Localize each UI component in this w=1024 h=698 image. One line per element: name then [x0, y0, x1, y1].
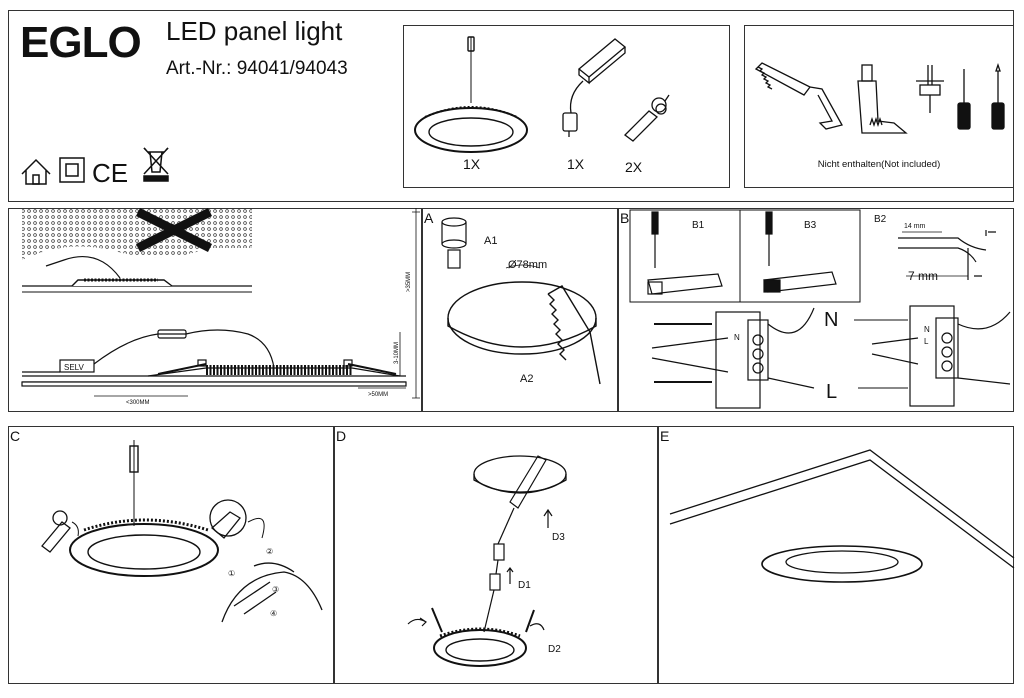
- step-b-label: B: [620, 210, 630, 226]
- panel-with-clips: [69, 440, 219, 577]
- flat-screwdriver-icon: [957, 69, 971, 130]
- not-included-note: Nicht enthalten(Not included): [818, 159, 941, 170]
- step-e-label: E: [660, 428, 670, 444]
- step-e-drawing: [669, 449, 1015, 583]
- finished-ceiling-view: [669, 449, 1015, 583]
- step-d1-label: D1: [518, 580, 531, 591]
- step-c-panel: [8, 426, 334, 684]
- step-arrows: [407, 508, 553, 631]
- terminal-block-diagrams: [651, 305, 1011, 409]
- step-d-panel: [334, 426, 658, 684]
- phillips-screwdriver-icon: [991, 62, 1005, 130]
- step-a-drawing: A1 Ø78mm A2: [441, 217, 601, 385]
- live-label: L: [826, 381, 837, 403]
- clip-insert-left: [41, 510, 79, 553]
- neutral-label: N: [824, 309, 838, 331]
- step-c-label: C: [10, 428, 21, 444]
- step-b2-label: B2: [874, 214, 887, 225]
- step-a1-label: A1: [484, 235, 497, 247]
- step-c-mark-4: ④: [270, 609, 277, 618]
- class-ii-icon: [59, 157, 85, 183]
- article-numbers: Art.-Nr.: 94041/94043: [166, 58, 348, 79]
- step-c-mark-2: ②: [266, 547, 273, 556]
- insulation-warning: [22, 207, 252, 293]
- driver-cover-open-b1: [647, 211, 723, 295]
- step-a2-label: A2: [520, 373, 533, 385]
- dim-edge-distance: >50MM: [368, 392, 388, 398]
- tools-drawings: Nicht enthalten(Not included): [754, 62, 1005, 170]
- package-contents-box: [403, 25, 730, 188]
- wire-strip-diagram-b2: [898, 230, 996, 280]
- dim-ceiling-thickness: 3-10MM: [394, 342, 400, 364]
- ce-mark-icon: CE: [92, 158, 128, 188]
- cut-hole-drawing: [447, 264, 601, 385]
- product-title: LED panel light: [166, 16, 343, 46]
- dim-depth-total: >35MM: [406, 272, 412, 292]
- driver-in-ceiling: [483, 455, 547, 633]
- spring-clip-icon: [624, 94, 670, 142]
- diameter-label: Ø78mm: [508, 259, 547, 271]
- ceiling-disc: [473, 455, 567, 494]
- step-b-drawing: B1 B3 B2 14 mm 7 mm N L N N L: [629, 209, 1011, 409]
- terminal-n-left: N: [734, 333, 740, 342]
- ceiling-section-drawing: SELV <300MM >50MM >35MM 3-10MM: [21, 207, 420, 406]
- ceiling-cross-section: [21, 208, 420, 399]
- step-d-label: D: [336, 428, 347, 444]
- step-c-drawing: ① ② ③ ④: [41, 440, 323, 623]
- step-e-panel: [658, 426, 1014, 684]
- panel-light-icon: [414, 36, 528, 153]
- clip-detail-right: [209, 499, 323, 623]
- certification-symbols: CE: [21, 147, 169, 188]
- qty-panel: 1X: [463, 156, 481, 172]
- led-driver-icon: [562, 38, 627, 137]
- step-c-mark-3: ③: [272, 585, 279, 594]
- step-d2-label: D2: [548, 644, 561, 655]
- step-a-panel: [422, 208, 618, 412]
- selv-label: SELV: [64, 363, 85, 372]
- brand-logo: EGLO: [20, 18, 142, 67]
- step-b3-label: B3: [804, 220, 817, 231]
- weee-bin-icon: [143, 147, 169, 182]
- step-a-label: A: [424, 210, 434, 226]
- terminal-l-right: L: [924, 337, 929, 346]
- step-d3-label: D3: [552, 532, 565, 543]
- step-d-drawing: D3 D1 D2: [407, 455, 567, 667]
- step-b1-label: B1: [692, 220, 705, 231]
- qty-clips: 2X: [625, 159, 643, 175]
- step-c-mark-1: ①: [228, 569, 235, 578]
- saw-icon: [754, 62, 843, 130]
- qty-driver: 1X: [567, 156, 585, 172]
- strip-length-7: 7 mm: [908, 269, 938, 283]
- driver-cover-close-b3: [763, 211, 837, 293]
- ceiling-hole-icon: [441, 217, 467, 269]
- terminal-n-right: N: [924, 325, 930, 334]
- house-icon: [21, 158, 51, 185]
- drill-bit-icon: [916, 65, 944, 113]
- hole-saw-icon: [857, 64, 908, 134]
- strip-length-14: 14 mm: [904, 223, 926, 230]
- package-contents-drawings: 1X 1X 2X: [414, 36, 670, 175]
- dim-cable-length: <300MM: [126, 400, 150, 406]
- panel-being-pushed: [431, 607, 535, 667]
